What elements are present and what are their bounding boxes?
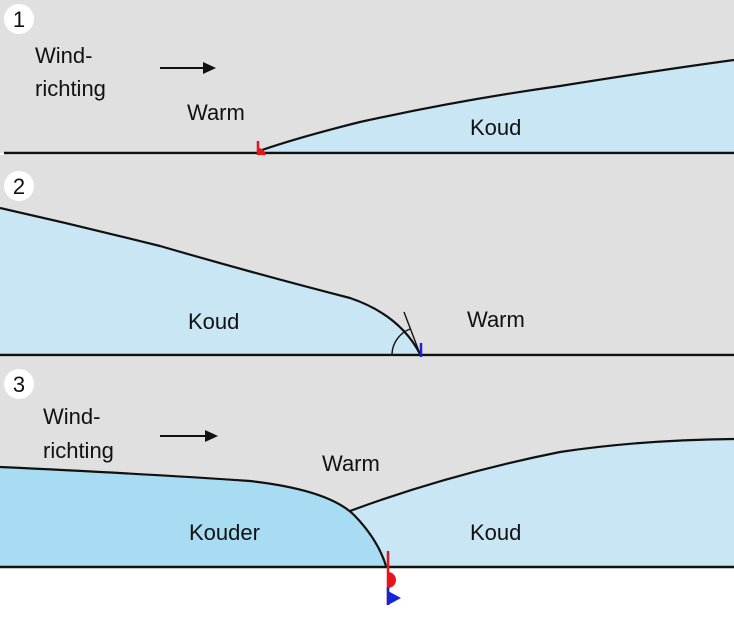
panel-1-wind-label-line1: Wind- xyxy=(35,43,92,68)
panel-2-number: 2 xyxy=(13,174,25,199)
panel-2-cold-air-mass xyxy=(0,208,420,354)
panel-3-occlusion: 3 Wind- richting Warm Kouder Koud xyxy=(0,357,734,605)
panel-1-warm-front: 1 Wind- richting Warm Koud xyxy=(0,0,734,197)
panel-2-cold-label: Koud xyxy=(188,309,239,334)
panel-2-warm-label: Warm xyxy=(467,307,525,332)
panel-1-warm-label: Warm xyxy=(187,100,245,125)
panel-1-cold-air-wedge xyxy=(262,60,734,153)
panel-2-front-slope-tangent xyxy=(403,311,421,355)
panel-3-wind-label-line2: richting xyxy=(43,438,114,463)
panel-3-number: 3 xyxy=(13,372,25,397)
panel-1-wind-arrow-icon xyxy=(160,62,216,74)
panel-3-wind-arrow-icon xyxy=(160,430,218,442)
panel-1-number: 1 xyxy=(13,7,25,32)
panel-3-colder-label: Kouder xyxy=(189,520,260,545)
panel-3-warm-label: Warm xyxy=(322,451,380,476)
panel-3-number-badge xyxy=(4,369,34,399)
panel-2-slope-angle-arc xyxy=(391,328,411,355)
panel-1-number-badge xyxy=(4,4,34,34)
panel-1-frontal-surface xyxy=(261,58,734,152)
panel-3-occluded-front-symbol-icon xyxy=(386,551,401,605)
panel-2-frontal-surface xyxy=(0,206,421,355)
panel-3-cold-air-wedge xyxy=(350,439,734,566)
panel-1-cold-label: Koud xyxy=(470,115,521,140)
panel-3-cold-label: Koud xyxy=(470,520,521,545)
panel-1-wind-label-line2: richting xyxy=(35,76,106,101)
panel-3-wind-label-line1: Wind- xyxy=(43,404,100,429)
panel-3-cold-frontal-surface xyxy=(0,465,388,567)
panel-3-warm-frontal-surface xyxy=(349,437,734,513)
panel-3-colder-air-mass xyxy=(0,467,386,566)
panel-2-cold-front: 2 Koud Warm xyxy=(0,155,734,394)
panel-2-number-badge xyxy=(4,171,34,201)
